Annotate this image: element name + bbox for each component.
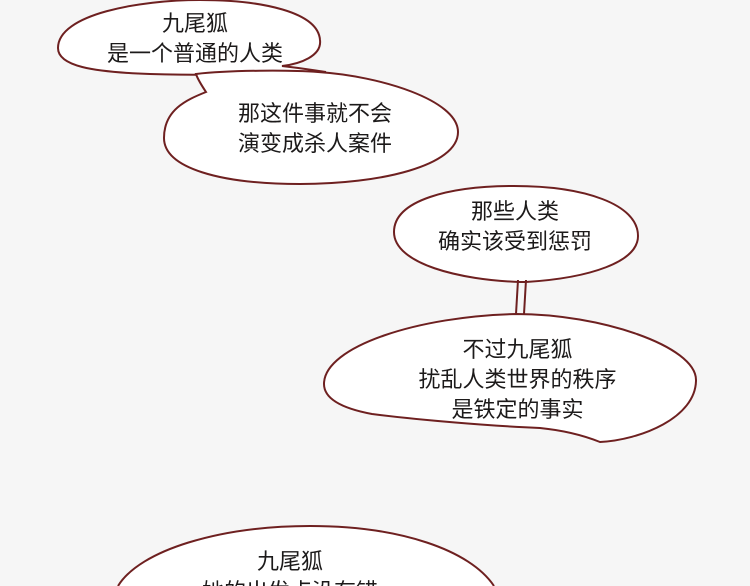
speech-bubble-5 <box>117 524 495 586</box>
bubble-2-line-1: 那这件事就不会 <box>237 102 392 127</box>
speech-bubble-3 <box>392 184 640 283</box>
bubble-4-line-2: 扰乱人类世界的秩序 <box>418 368 617 393</box>
bubble-4-text: 不过九尾狐 扰乱人类世界的秩序 是铁定的事实 <box>360 336 675 426</box>
bubble-connector <box>515 279 527 315</box>
bubble-5-text: 九尾狐 她的出发点没有错 <box>150 548 430 586</box>
speech-bubble-2 <box>162 69 460 186</box>
bubble-1-line-2: 是一个普通的人类 <box>106 42 283 67</box>
bubble-3-line-2: 确实该受到惩罚 <box>437 230 592 255</box>
bubble-2-text: 那这件事就不会 演变成杀人案件 <box>195 100 435 160</box>
bubble-1-text: 九尾狐 是一个普通的人类 <box>70 10 320 70</box>
bubble-2-line-2: 演变成杀人案件 <box>237 132 392 157</box>
speech-bubble-1 <box>56 0 327 76</box>
speech-bubble-4 <box>322 312 698 444</box>
bubble-5-line-2: 她的出发点没有错 <box>150 578 430 586</box>
bubble-3-line-1: 那些人类 <box>470 200 559 225</box>
bubble-4-line-1: 不过九尾狐 <box>462 338 573 363</box>
bubble-5-line-1: 九尾狐 <box>256 550 323 575</box>
bubble-1-line-1: 九尾狐 <box>161 12 228 37</box>
bubble-4-line-3: 是铁定的事实 <box>451 398 584 423</box>
bubble-3-text: 那些人类 确实该受到惩罚 <box>400 198 630 258</box>
